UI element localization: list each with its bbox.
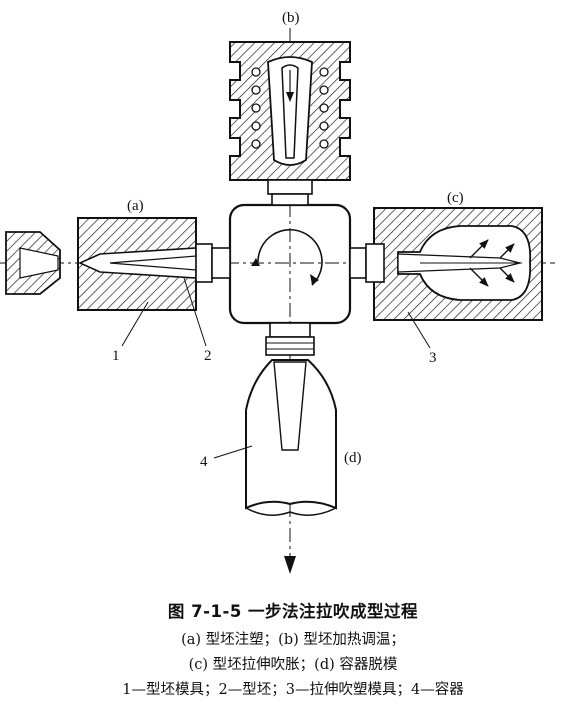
part-label-4: 4 (200, 454, 208, 470)
part-label-1: 1 (112, 348, 120, 364)
caption-line-3: 1—型坯模具；2—型坯；3—拉伸吹塑模具；4—容器 (122, 682, 464, 698)
caption-line-1: (a) 型坯注塑；(b) 型坯加热调温； (181, 632, 405, 648)
stage-label-c: (c) (447, 190, 464, 206)
rotation-arrow-icon (257, 228, 323, 286)
blow-station (349, 207, 543, 321)
caption-line-2: (c) 型坯拉伸吹胀；(d) 容器脱模 (188, 657, 398, 673)
leader-line-1 (121, 301, 149, 347)
part-label-3: 3 (429, 350, 437, 366)
stage-label-d: (d) (344, 450, 362, 466)
part-label-2: 2 (204, 348, 212, 364)
leader-line-2 (183, 277, 207, 347)
ejection-station (245, 322, 337, 516)
figure-caption: 图 7-1-5 一步法注拉吹成型过程 (a) 型坯注塑；(b) 型坯加热调温； … (0, 598, 586, 703)
injection-station (5, 217, 231, 311)
stage-label-a: (a) (127, 198, 144, 214)
leader-line-3 (407, 311, 431, 349)
stage-label-b: (b) (282, 10, 300, 26)
caption-title: 图 7-1-5 一步法注拉吹成型过程 (167, 602, 419, 621)
leader-line-4 (213, 445, 253, 459)
down-arrow-icon (284, 556, 296, 574)
heating-station (229, 41, 351, 206)
process-diagram: (b) (a) (c) (d) 1 2 3 4 (0, 10, 555, 574)
